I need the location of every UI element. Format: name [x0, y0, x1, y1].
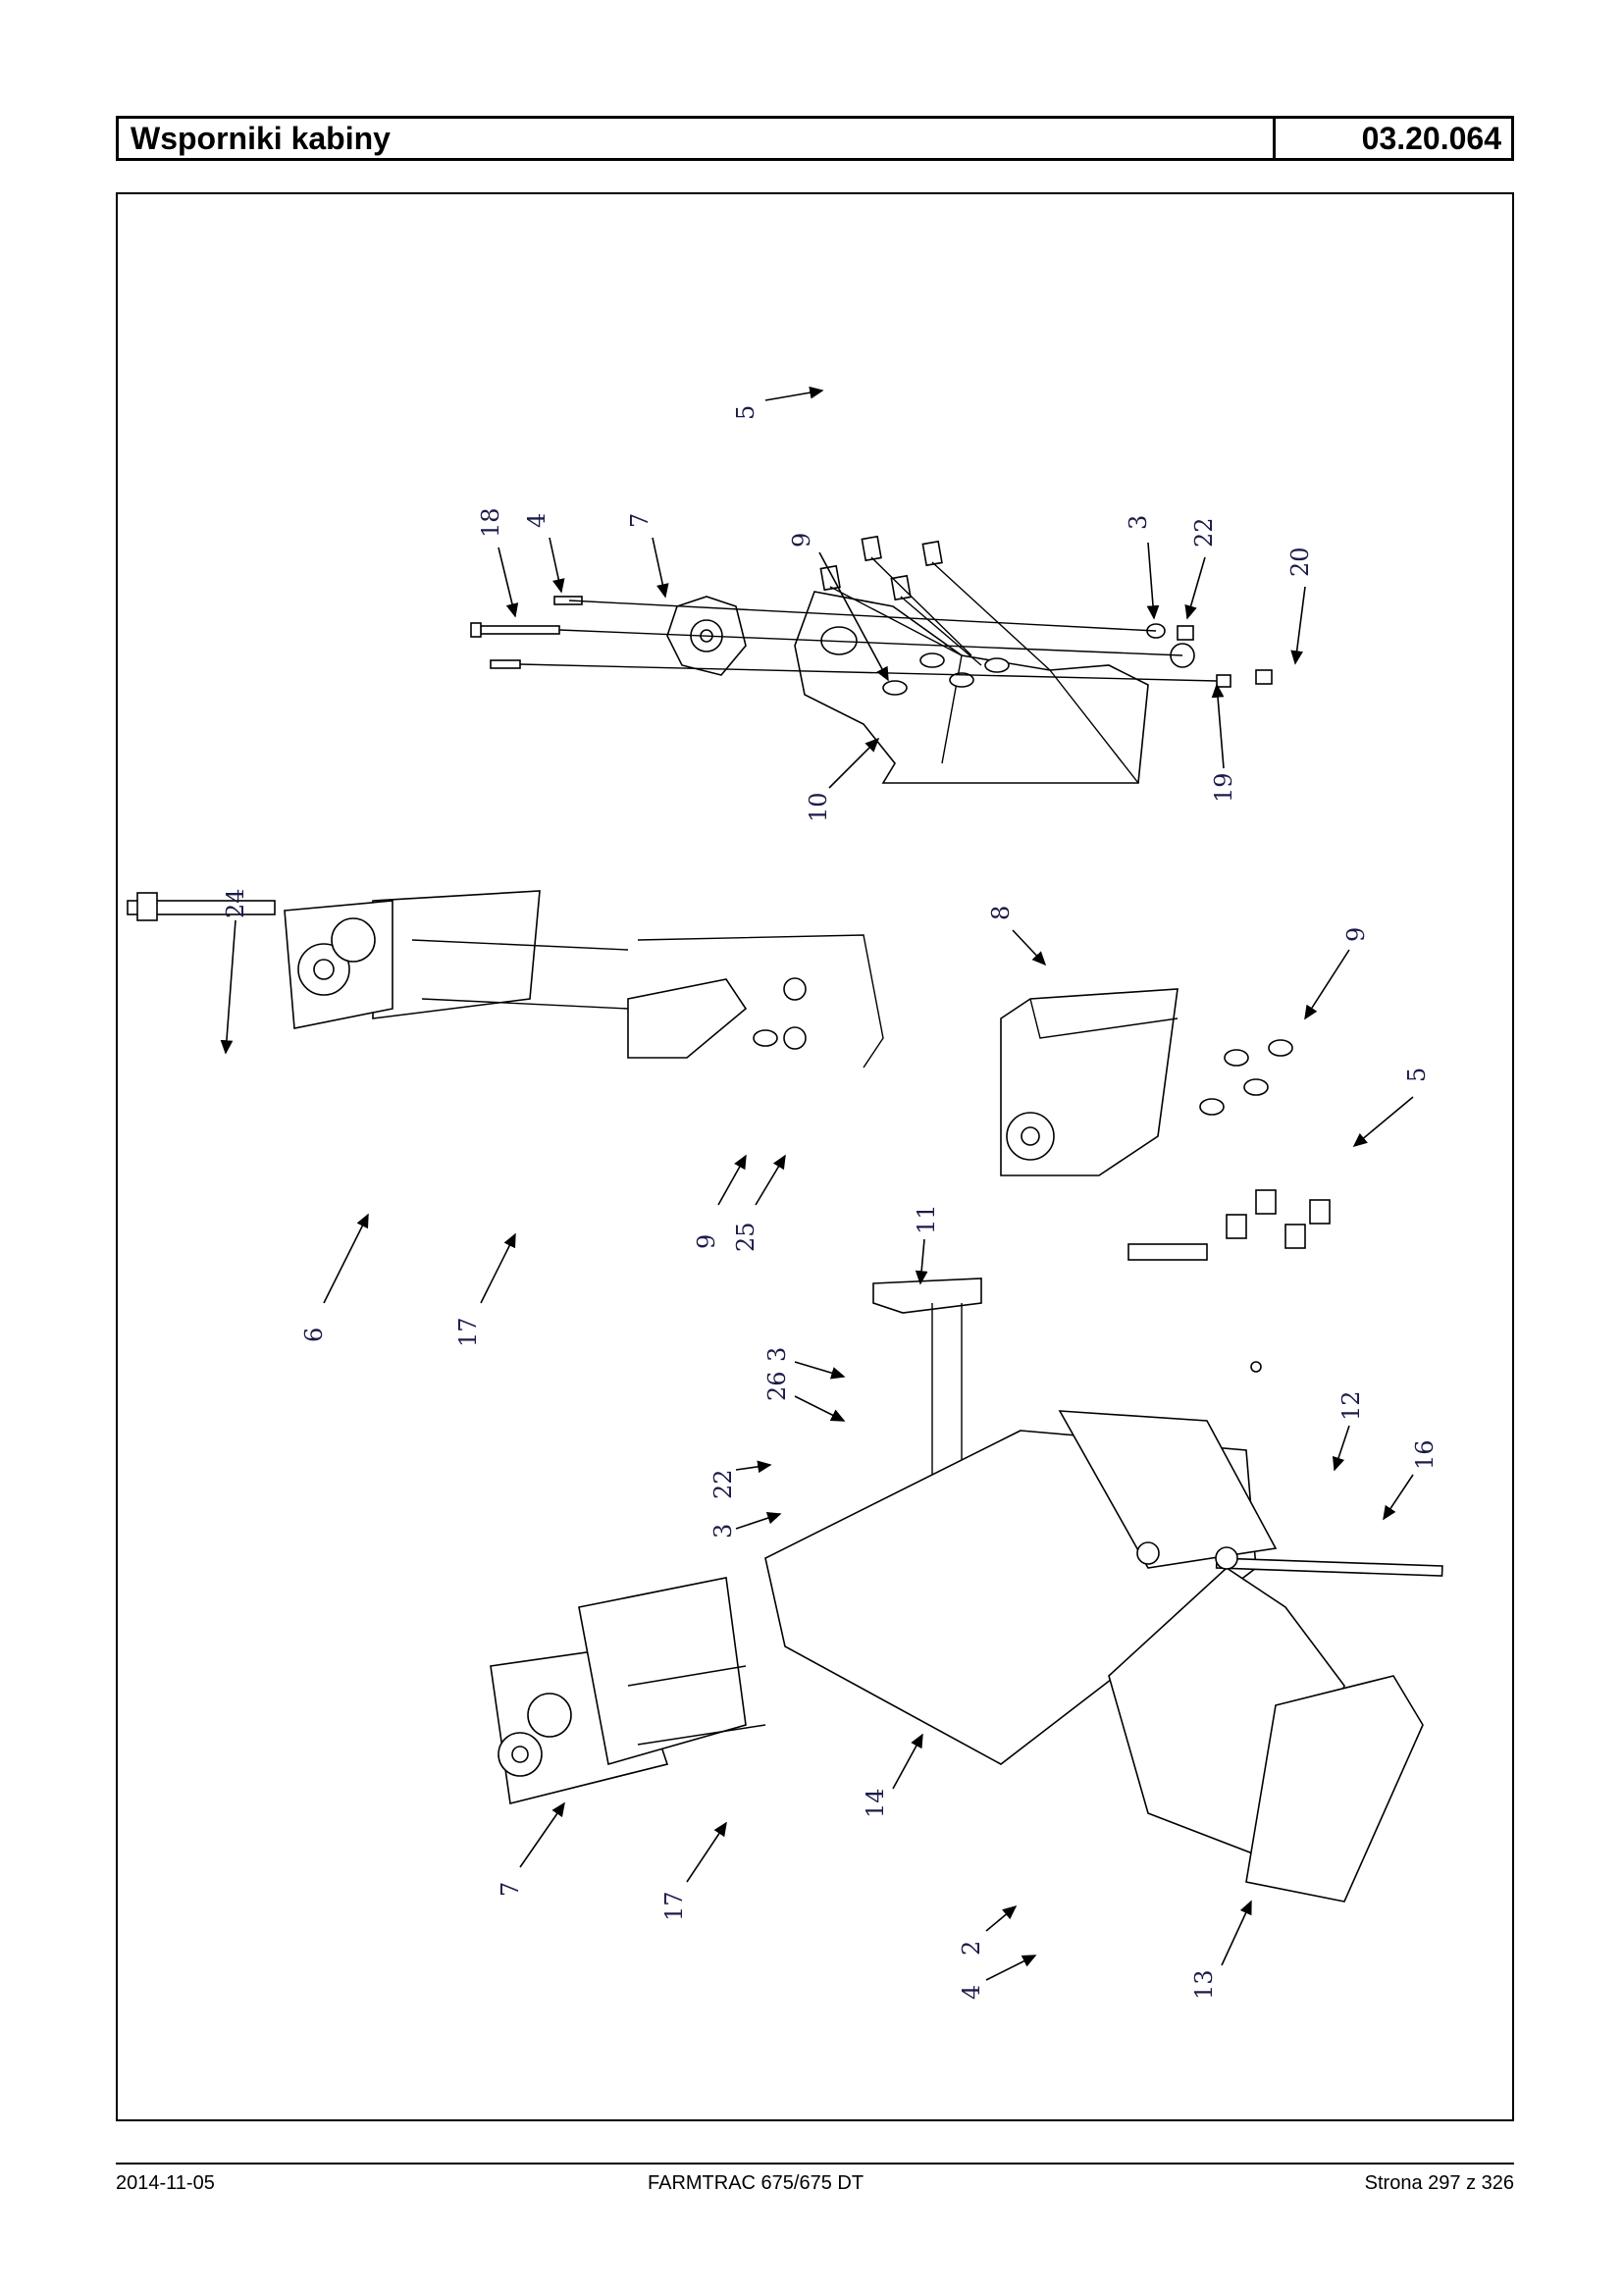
callout-label: 2: [958, 1941, 985, 1956]
section-code: 03.20.064: [1361, 121, 1501, 156]
upper-bracket-assembly: [470, 535, 1273, 784]
page-header: Wsporniki kabiny 03.20.064: [116, 116, 1514, 161]
callout-label: 10: [805, 792, 832, 822]
exploded-parts-diagram: 5 18 4 7 9 3 22 20 10 19 24 8 9: [127, 386, 1443, 2000]
callout-label: 3: [763, 1347, 791, 1362]
callout-label: 18: [477, 507, 504, 538]
footer-divider: [116, 2163, 1514, 2165]
callout-label: 25: [732, 1222, 760, 1252]
footer-page-number: Strona 297 z 326: [1364, 2172, 1514, 2194]
lower-suspension-assembly: [490, 1577, 766, 1804]
callout-label: 3: [709, 1524, 737, 1539]
callout-label: 5: [732, 405, 760, 420]
exploded-diagram-frame: 5 18 4 7 9 3 22 20 10 19 24 8 9: [116, 192, 1514, 2121]
callout-label: 8: [987, 906, 1015, 920]
callout-label: 20: [1286, 547, 1314, 577]
callout-label: 17: [660, 1891, 688, 1921]
page-title: Wsporniki kabiny: [119, 119, 1276, 158]
callout-labels: 5 18 4 7 9 3 22 20 10 19 24 8 9: [220, 386, 1439, 2000]
callout-label: 22: [1190, 517, 1218, 548]
callout-label: 22: [709, 1469, 737, 1499]
callout-label: 11: [913, 1204, 940, 1234]
callout-label: 3: [1125, 515, 1152, 530]
footer-model: FARMTRAC 675/675 DT: [648, 2172, 864, 2194]
left-suspension-assembly: [127, 890, 884, 1069]
callout-label: 17: [454, 1317, 482, 1347]
callout-label: 4: [523, 513, 550, 528]
callout-label: 9: [693, 1234, 720, 1249]
step-assembly: [764, 1278, 1443, 1903]
callout-label: 14: [862, 1788, 889, 1818]
callout-label: 19: [1210, 772, 1237, 803]
callout-label: 16: [1411, 1439, 1439, 1470]
callout-label: 5: [1403, 1068, 1431, 1082]
callout-label: 7: [497, 1882, 524, 1897]
callout-label: 12: [1337, 1390, 1365, 1421]
footer-date: 2014-11-05: [116, 2172, 215, 2194]
callout-label: 7: [626, 513, 654, 528]
right-bracket-assembly: [1000, 988, 1331, 1261]
callout-label: 24: [222, 888, 249, 918]
callout-label: 26: [763, 1371, 791, 1401]
callout-label: 4: [958, 1985, 985, 2000]
callout-label: 9: [788, 533, 815, 548]
callout-label: 13: [1190, 1969, 1218, 2000]
callout-label: 9: [1342, 927, 1370, 942]
callout-label: 6: [300, 1328, 328, 1342]
